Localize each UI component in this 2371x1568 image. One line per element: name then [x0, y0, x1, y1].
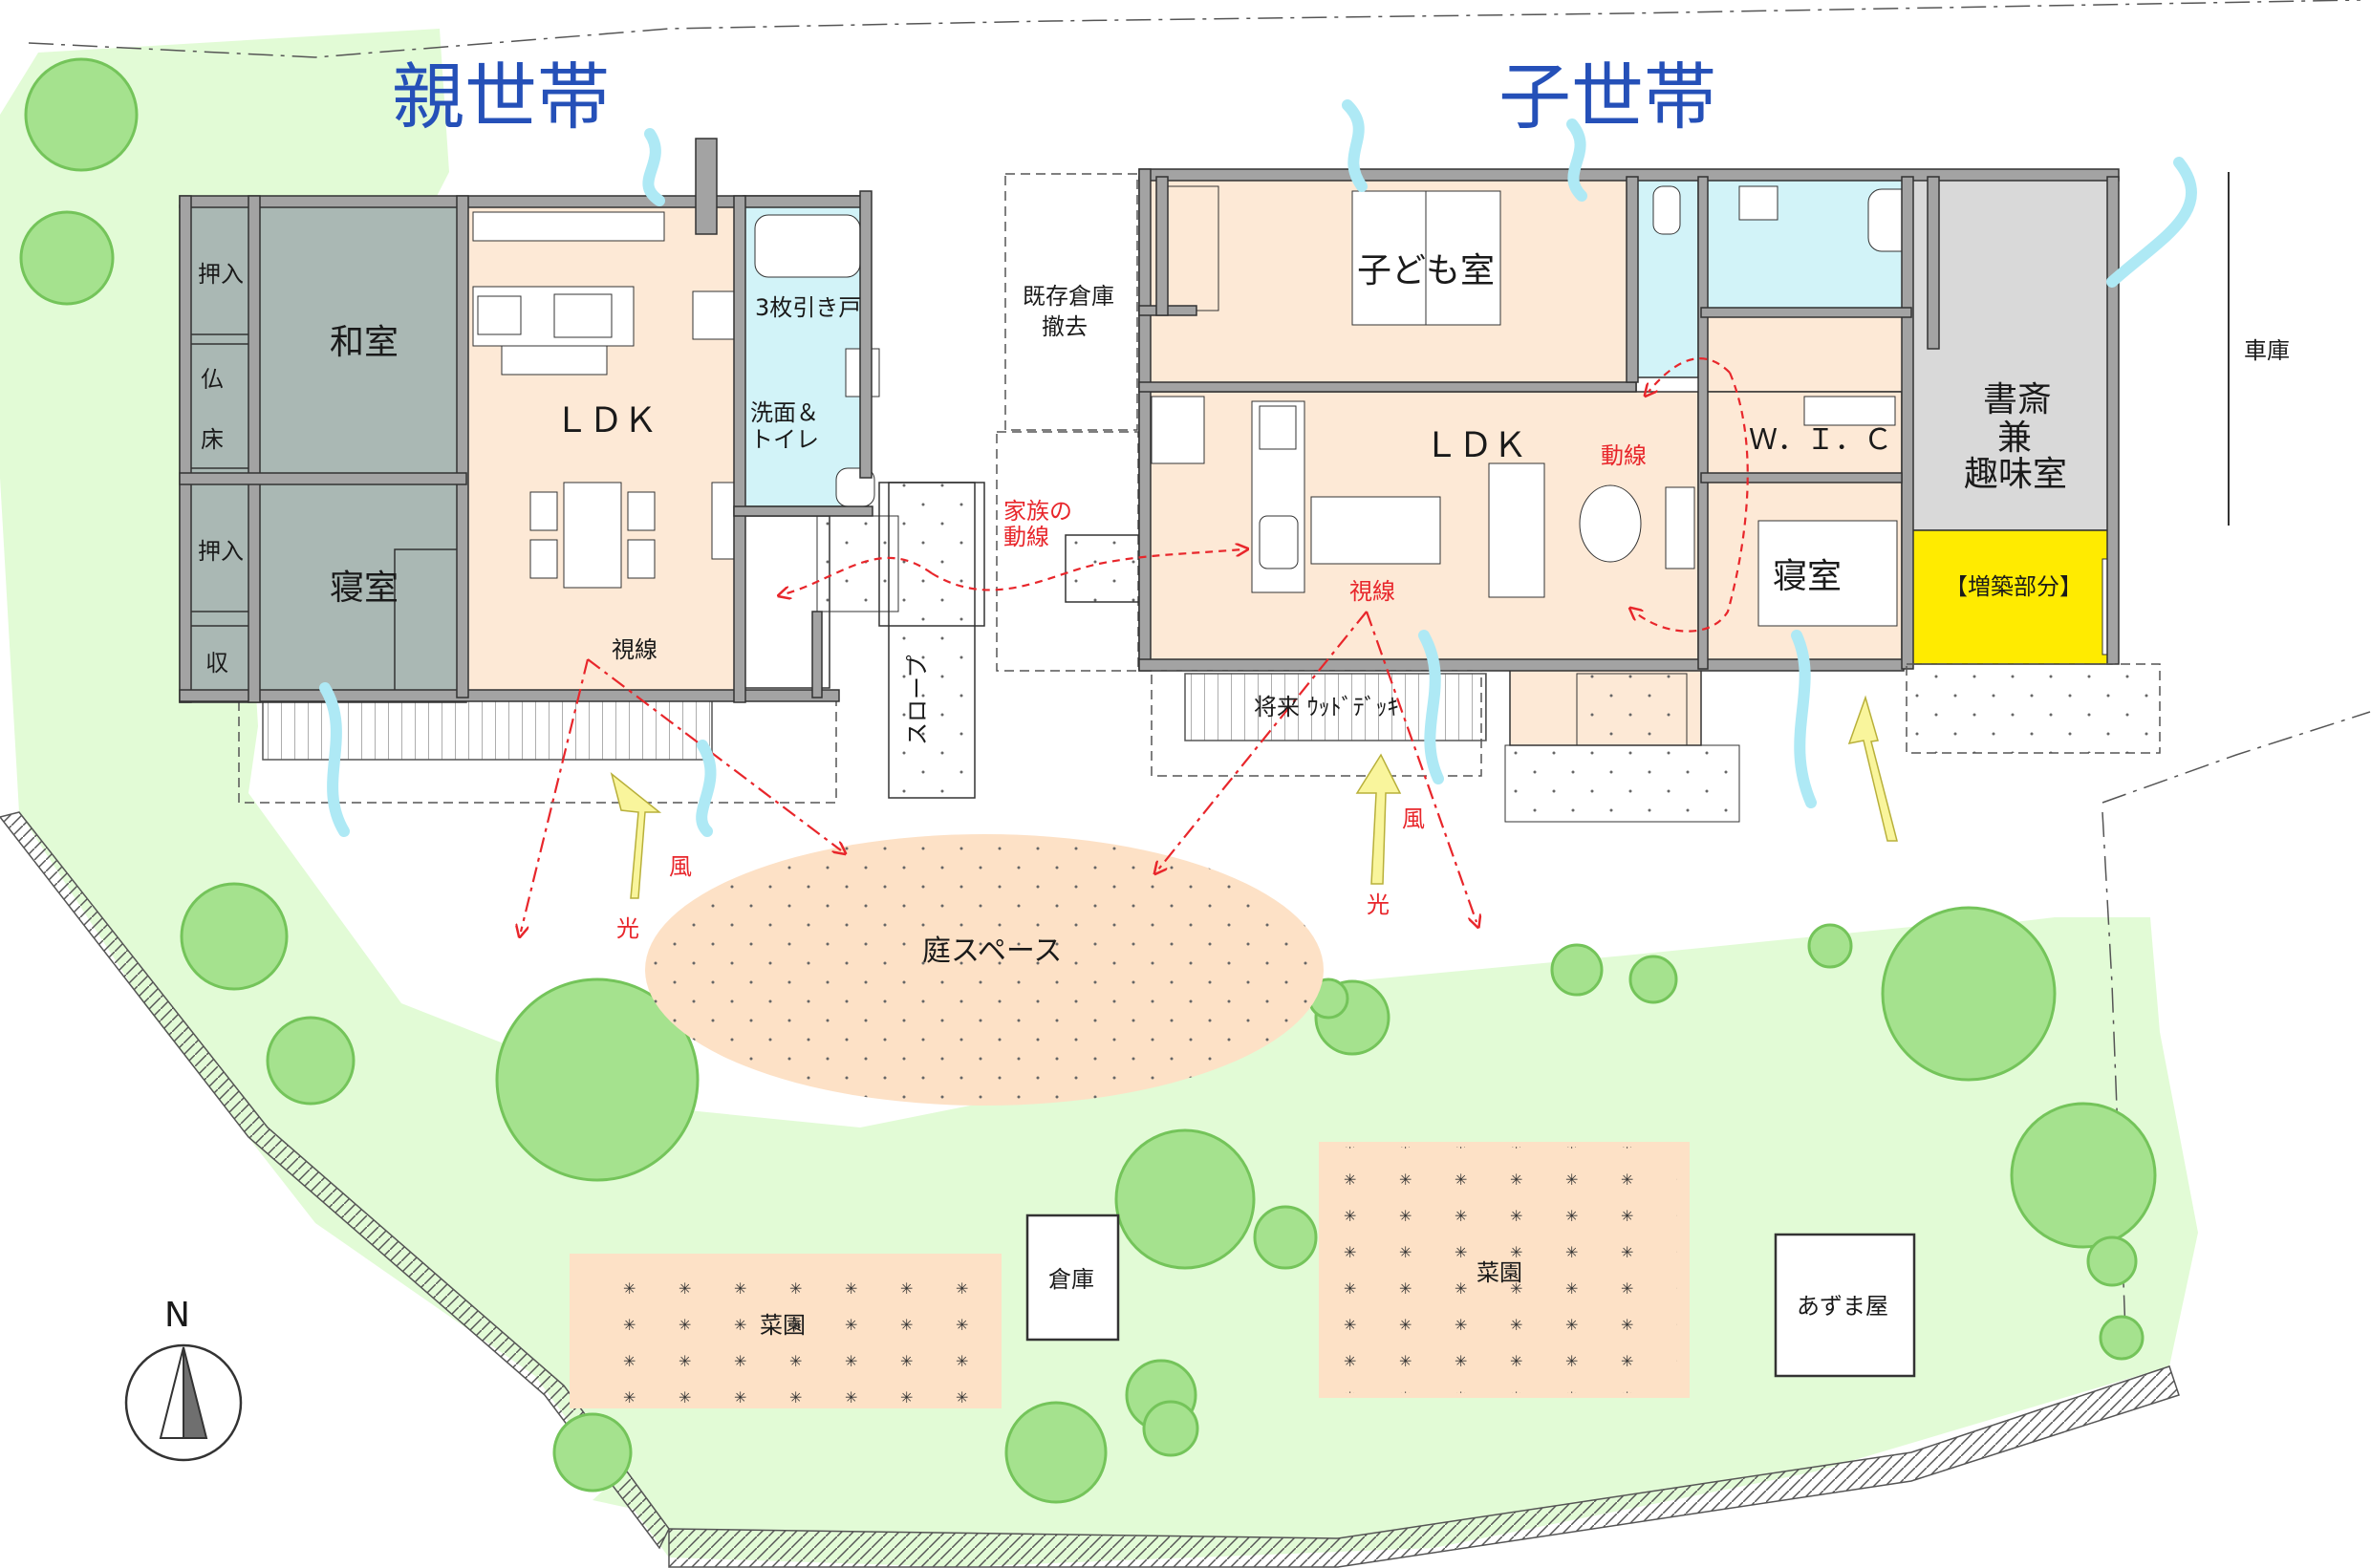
child-house	[1138, 168, 2230, 823]
light-label-left: 光	[616, 915, 639, 942]
child-ldk-label: ＬＤＫ	[1424, 426, 1527, 465]
yard-label: 庭スペース	[922, 934, 1062, 968]
warehouse	[1025, 1214, 1120, 1342]
site-boundary-top	[28, 0, 2361, 58]
wood-deck-label: 将来 ｳｯﾄﾞﾃﾞｯｷ	[1254, 694, 1399, 720]
old-storage-outline	[1004, 173, 1138, 431]
study-label-3: 趣味室	[1964, 455, 2067, 494]
family-flow-label-2: 動線	[1003, 524, 1049, 550]
parent-sightline-label: 視線	[612, 636, 657, 663]
child-sightline-label: 視線	[1349, 578, 1395, 605]
parent-shu-label: 収	[205, 650, 228, 677]
veg-right-label: 菜園	[1476, 1259, 1522, 1286]
parent-household-title: 親世帯	[392, 54, 610, 140]
parent-wash-label-1: 洗面＆	[750, 399, 819, 426]
child-flow-label: 動線	[1601, 442, 1647, 469]
light-label-right: 光	[1367, 891, 1390, 918]
veg-left-label: 菜園	[760, 1312, 806, 1339]
light-arrows	[610, 695, 1898, 899]
slope-label: スロープ	[904, 655, 931, 745]
child-household-title: 子世帯	[1498, 54, 1716, 140]
parent-butsu-label: 仏	[201, 366, 224, 393]
parent-sliding-door-label: 3枚引き戸	[755, 294, 861, 321]
parent-house	[179, 138, 985, 804]
wind-icons	[319, 99, 2197, 837]
compass-icon	[124, 1343, 243, 1462]
old-storage-label-1: 既存倉庫	[1023, 283, 1114, 310]
study-label-2: 兼	[1997, 419, 2032, 458]
wind-label-right: 風	[1402, 805, 1425, 832]
child-bedroom-label: 寝室	[1773, 557, 1842, 596]
kids-room-label: 子ども室	[1357, 251, 1495, 290]
study-label-1: 書斎	[1983, 380, 2052, 419]
parent-bedroom-label: 寝室	[330, 569, 399, 608]
site-boundary-right	[2102, 711, 2371, 804]
retaining-wall-bottom	[668, 1365, 2180, 1568]
extension-area	[1910, 529, 2113, 665]
wind-label-left: 風	[669, 853, 692, 880]
compass-north-label: N	[164, 1296, 190, 1335]
parent-wash-label-2: トイレ	[750, 426, 819, 453]
parent-toko-label: 床	[201, 426, 224, 453]
wic-label: Ｗ．Ｉ．Ｃ	[1749, 423, 1892, 457]
extension-label: 【増築部分】	[1945, 573, 2082, 600]
parent-washitsu-label: 和室	[330, 323, 399, 362]
sightline-arrows	[521, 611, 1476, 932]
flow-arrows	[784, 357, 1749, 633]
family-flow-label-1: 家族の	[1003, 498, 1072, 525]
site-boundary-east	[2102, 811, 2127, 1358]
arbor-label: あずま屋	[1797, 1293, 1888, 1320]
parent-oshiire-bottom-label: 押入	[198, 538, 244, 565]
arbor	[1774, 1233, 1916, 1378]
garage-label: 車庫	[2244, 337, 2290, 364]
parent-ldk-label: ＬＤＫ	[554, 401, 657, 440]
old-storage-label-2: 撤去	[1042, 313, 1088, 340]
parent-oshiire-top-label: 押入	[198, 261, 244, 288]
warehouse-label: 倉庫	[1048, 1266, 1094, 1293]
